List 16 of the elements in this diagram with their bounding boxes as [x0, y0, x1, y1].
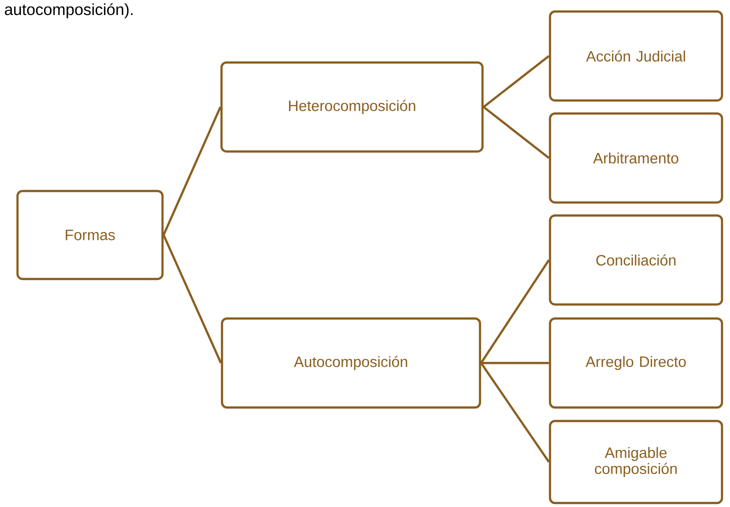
connector-line [162, 106, 222, 236]
connector-line [482, 106, 550, 159]
process-box: Autocomposición [220, 317, 482, 409]
process-box: Conciliación [548, 214, 724, 306]
process-box: Amigable composición [548, 420, 724, 504]
connector-line [481, 362, 549, 364]
connector-line [480, 259, 550, 364]
connector-line [482, 55, 550, 108]
process-box: Arbitramento [548, 112, 724, 204]
process-box: Formas [16, 190, 164, 280]
process-box: Heterocomposición [220, 61, 484, 153]
caption-text: autocomposición). [4, 3, 133, 18]
process-box: Acción Judicial [548, 10, 724, 102]
connector-line [480, 362, 550, 463]
connector-line [162, 234, 222, 364]
process-box: Arreglo Directo [548, 317, 724, 409]
